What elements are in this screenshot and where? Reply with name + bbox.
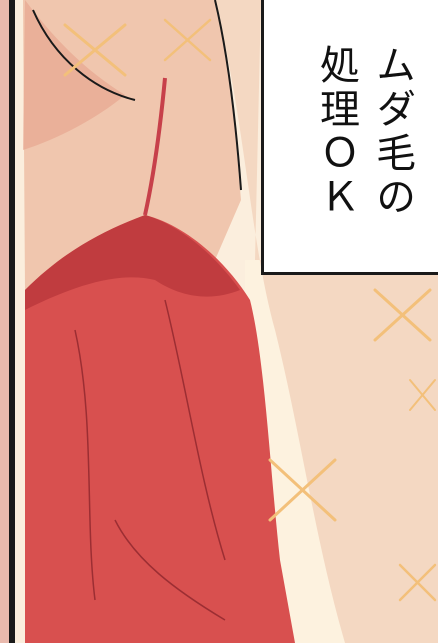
garment-fold-2: [164, 299, 226, 561]
caption-line-1: ムダ毛の: [369, 44, 415, 220]
collarbone-line: [32, 9, 136, 101]
comic-panel: ムダ毛の 処理ＯＫ: [12, 0, 438, 643]
arm-skin: [215, 0, 438, 643]
garment-fold-3: [114, 519, 226, 621]
sparkle-icon: [398, 563, 437, 602]
sparkle-icon: [268, 458, 337, 522]
sparkle-icon: [409, 379, 436, 411]
sparkle-icon: [163, 18, 212, 62]
sparkle-icon: [63, 23, 127, 77]
garment-strap: [143, 77, 167, 216]
garment-lace-trim: [25, 215, 240, 310]
garment-body: [25, 215, 295, 643]
caption-line-2: 処理ＯＫ: [313, 44, 359, 220]
caption-box: ムダ毛の 処理ＯＫ: [261, 0, 438, 275]
left-panel-strip: [0, 0, 12, 643]
garment-fold-1: [74, 329, 96, 601]
sparkle-icon: [373, 288, 432, 342]
shoulder-line: [214, 0, 242, 191]
